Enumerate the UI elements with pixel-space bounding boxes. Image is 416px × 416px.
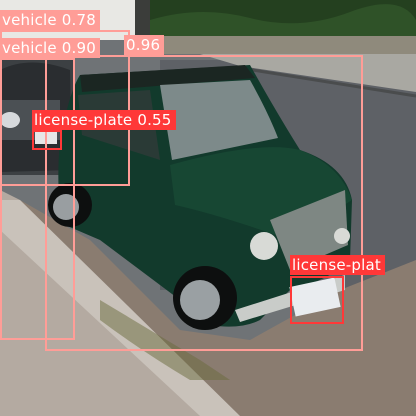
license-plate-label-2: license-plat bbox=[290, 255, 385, 275]
vehicle-label-2: vehicle 0.90 bbox=[0, 38, 100, 58]
vehicle-label-3: 0.96 bbox=[124, 35, 165, 55]
license-plate-label-1: license-plate 0.55 bbox=[32, 110, 176, 130]
vehicle-label-1: vehicle 0.78 bbox=[0, 10, 100, 30]
vehicle-box-2 bbox=[0, 58, 75, 340]
vehicle-box-3 bbox=[45, 55, 363, 351]
green-mini-cooper-car bbox=[48, 65, 352, 330]
license-plate-box-1 bbox=[32, 130, 62, 150]
license-plate-box-2 bbox=[290, 276, 344, 324]
